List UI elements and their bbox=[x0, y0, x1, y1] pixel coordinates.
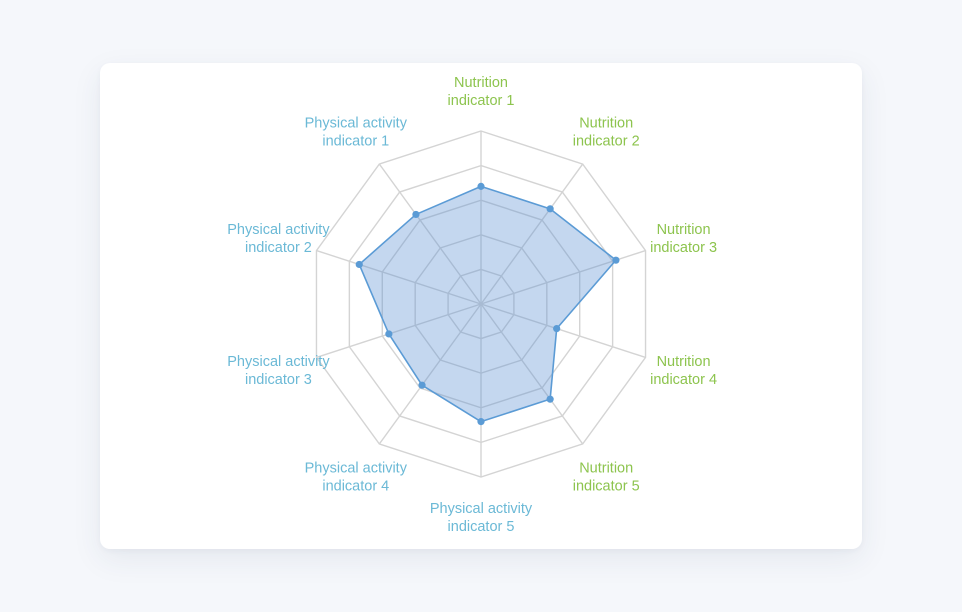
axis-label-line: indicator 2 bbox=[245, 240, 312, 256]
axis-label: Nutrition indicator 4 bbox=[650, 354, 717, 388]
axis-label: Physical activity indicator 3 bbox=[227, 354, 330, 388]
data-point bbox=[477, 182, 485, 190]
axis-label-line: indicator 1 bbox=[322, 134, 389, 150]
axis-label: Physical activity indicator 1 bbox=[305, 116, 408, 150]
axis-label: Nutrition indicator 3 bbox=[650, 222, 717, 256]
axis-label-line: Physical activity bbox=[227, 222, 330, 238]
axis-label-line: indicator 4 bbox=[322, 478, 389, 494]
axis-label-line: indicator 1 bbox=[448, 93, 515, 109]
data-point bbox=[418, 381, 426, 389]
data-point bbox=[477, 418, 485, 426]
grid-spoke bbox=[316, 249, 482, 305]
data-point bbox=[412, 210, 420, 219]
axis-label-line: Nutrition bbox=[657, 222, 711, 238]
data-point bbox=[546, 205, 554, 213]
axis-label-line: Nutrition bbox=[579, 116, 633, 132]
axis-label: Nutrition indicator 2 bbox=[573, 116, 640, 150]
radar-grid bbox=[315, 130, 647, 478]
axis-label-line: indicator 4 bbox=[650, 372, 717, 388]
radar-series bbox=[355, 182, 620, 426]
axis-label-line: indicator 5 bbox=[573, 478, 640, 494]
grid-spoke bbox=[316, 303, 482, 359]
grid-spoke bbox=[480, 303, 584, 445]
axis-label-line: indicator 3 bbox=[245, 372, 312, 388]
axis-label: Nutrition indicator 5 bbox=[573, 460, 640, 494]
axis-label-line: indicator 5 bbox=[448, 519, 515, 535]
series-area bbox=[358, 185, 617, 423]
axis-label: Physical activity indicator 4 bbox=[305, 460, 408, 494]
axis-label-line: Nutrition bbox=[454, 75, 508, 91]
axis-label: Physical activity indicator 5 bbox=[430, 501, 533, 535]
axis-label-line: Physical activity bbox=[305, 460, 408, 476]
axis-label-line: indicator 3 bbox=[650, 240, 717, 256]
axis-label-line: indicator 2 bbox=[573, 134, 640, 150]
grid-spoke bbox=[378, 163, 482, 305]
axis-label-line: Nutrition bbox=[579, 460, 633, 476]
data-point bbox=[355, 260, 363, 269]
axis-label-line: Physical activity bbox=[227, 354, 330, 370]
axis-labels: Nutrition indicator 1 Nutrition indicator 2… bbox=[227, 75, 717, 535]
data-point bbox=[553, 324, 561, 333]
data-point bbox=[385, 330, 393, 338]
grid-spoke bbox=[378, 303, 482, 445]
grid-spoke bbox=[480, 303, 646, 359]
data-point bbox=[612, 256, 620, 264]
axis-label: Physical activity indicator 2 bbox=[227, 222, 330, 256]
axis-label-line: Physical activity bbox=[430, 501, 533, 517]
axis-label: Nutrition indicator 1 bbox=[448, 75, 515, 109]
axis-label-line: Physical activity bbox=[305, 116, 408, 132]
data-point bbox=[546, 395, 554, 403]
grid-spoke bbox=[480, 163, 584, 305]
axis-label-line: Nutrition bbox=[657, 354, 711, 370]
